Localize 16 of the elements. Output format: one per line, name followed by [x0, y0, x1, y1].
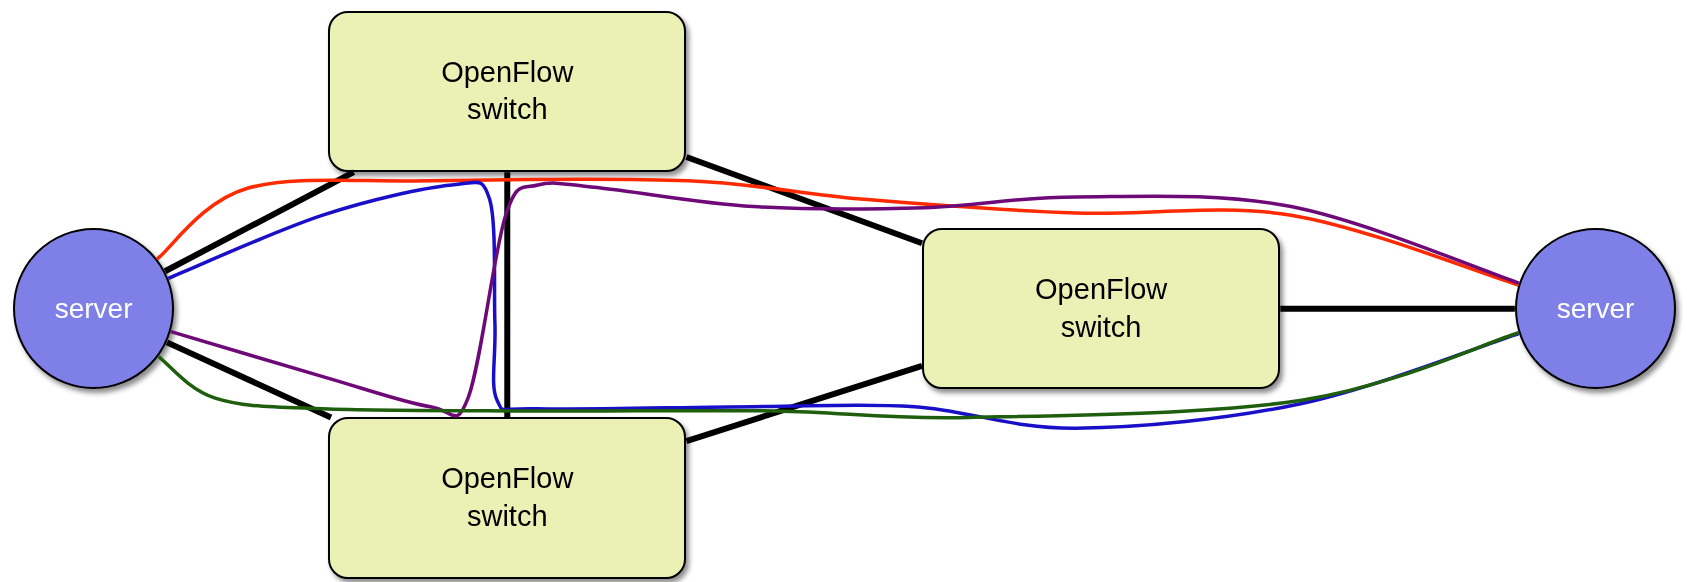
flow-path	[157, 331, 1520, 420]
switch-box	[328, 10, 687, 173]
node-label: server	[1556, 291, 1635, 326]
flow-path	[155, 177, 1519, 287]
link-line	[504, 172, 511, 418]
node-label: OpenFlow switch	[1034, 272, 1169, 345]
node-label: OpenFlow switch	[440, 461, 575, 535]
link-line	[685, 363, 923, 444]
link-line	[685, 154, 924, 247]
link-line	[1280, 305, 1515, 312]
link-line	[165, 339, 333, 421]
node-label: OpenFlow switch	[440, 54, 575, 128]
switch-box	[922, 228, 1281, 390]
node-label: server	[54, 291, 133, 326]
link-line	[163, 169, 356, 274]
switch-box	[328, 417, 687, 579]
